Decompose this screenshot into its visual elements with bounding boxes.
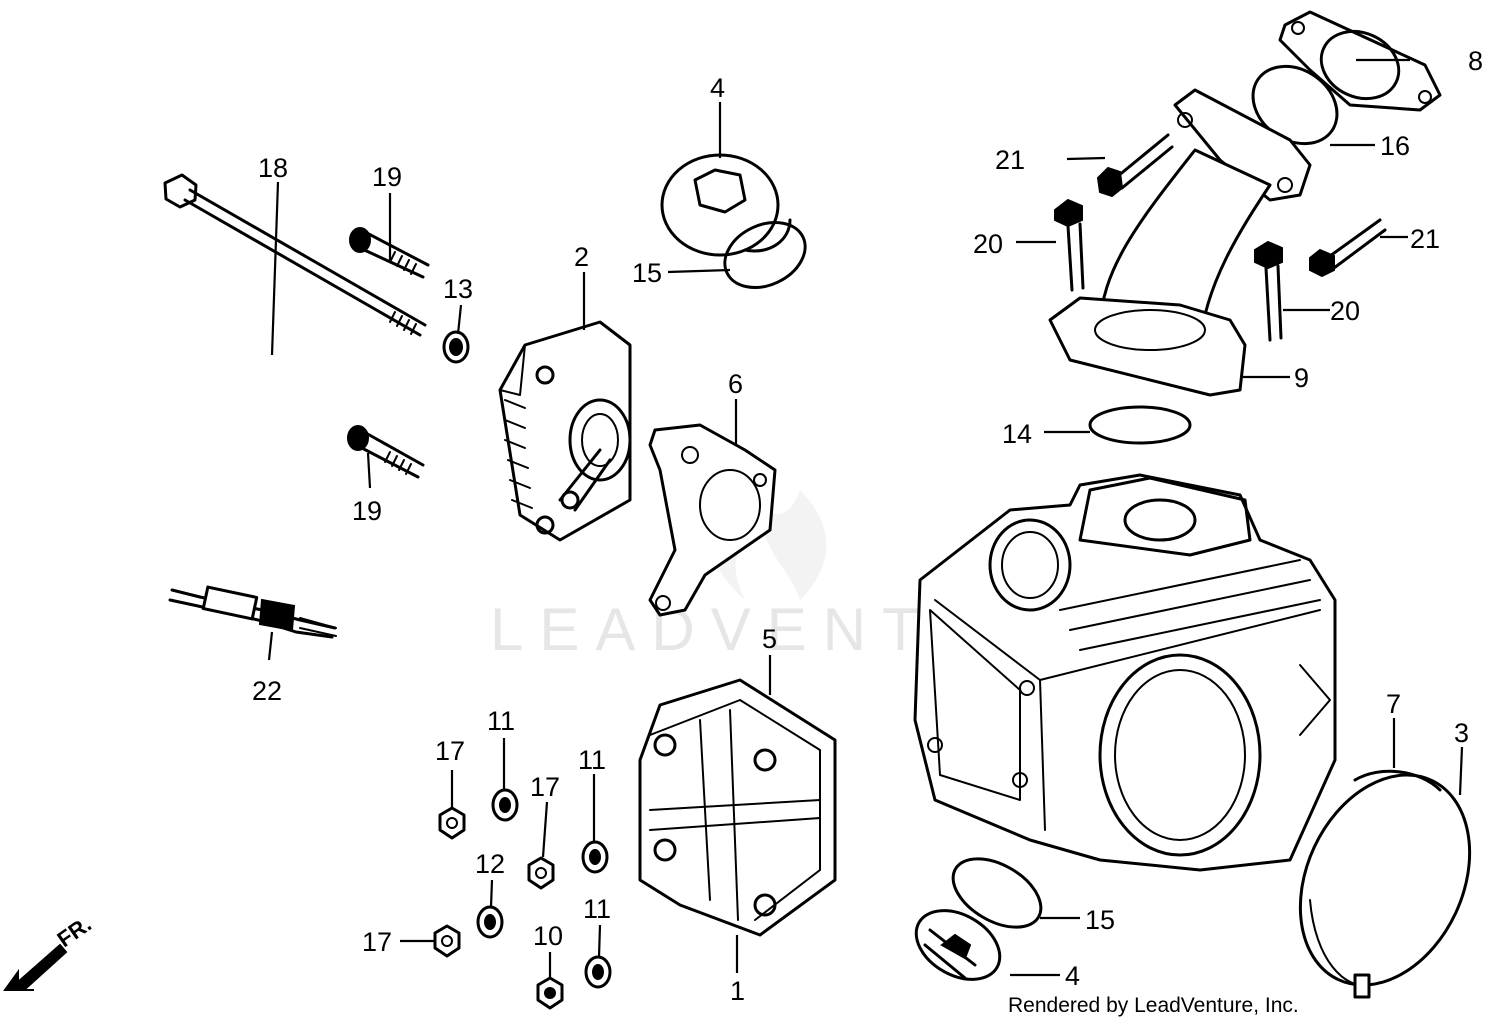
part-18-stud-bolt[interactable]	[163, 173, 427, 337]
part-11-washer-b[interactable]	[581, 840, 609, 874]
callout-19-upper: 19	[372, 162, 402, 192]
callout-14: 14	[1002, 419, 1032, 449]
part-19-bolt-upper[interactable]	[349, 227, 430, 279]
callout-6: 6	[728, 369, 743, 399]
callout-15-lower: 15	[1085, 905, 1115, 935]
callout-labels: 18 19 13 19 2 4 15 6 22 5 1 17 11 17 11 …	[252, 46, 1483, 1006]
part-4-plug-upper[interactable]	[660, 153, 792, 257]
callout-9: 9	[1294, 363, 1309, 393]
part-21-bolt-right[interactable]	[1309, 218, 1387, 278]
callout-12: 12	[475, 849, 505, 879]
part-3-side-cover[interactable]	[1268, 747, 1500, 1012]
callout-11-a: 11	[487, 706, 515, 736]
part-20-bolt-left[interactable]	[1054, 198, 1085, 292]
part-6-gasket[interactable]	[648, 423, 777, 617]
part-17-nut-a[interactable]	[438, 806, 466, 840]
callout-10: 10	[533, 921, 563, 951]
callout-16: 16	[1380, 131, 1410, 161]
callout-4-lower: 4	[1065, 961, 1080, 991]
part-9-intake-pipe[interactable]	[1048, 88, 1312, 397]
part-22-spark-plug[interactable]	[168, 585, 337, 639]
callout-4-upper: 4	[710, 73, 725, 103]
part-17-nut-b[interactable]	[527, 856, 555, 890]
part-19-bolt-lower[interactable]	[347, 425, 425, 479]
part-20-bolt-right[interactable]	[1254, 240, 1283, 342]
part-13-washer[interactable]	[442, 330, 470, 364]
callout-17-c: 17	[362, 927, 392, 957]
part-11-washer-a[interactable]	[491, 788, 519, 822]
callout-11-c: 11	[583, 894, 611, 924]
callout-20-right: 20	[1330, 296, 1360, 326]
part-14-o-ring[interactable]	[1088, 405, 1192, 445]
callout-11-b: 11	[578, 745, 606, 775]
callout-15-upper: 15	[632, 258, 662, 288]
callout-19-lower: 19	[352, 496, 382, 526]
part-15-o-ring-lower[interactable]	[941, 845, 1052, 941]
callout-5: 5	[762, 624, 777, 654]
part-8-insulator[interactable]	[1278, 10, 1442, 112]
callout-7: 7	[1386, 689, 1401, 719]
callout-3: 3	[1454, 718, 1469, 748]
part-1-cylinder-head[interactable]	[638, 678, 837, 937]
callout-18: 18	[258, 153, 288, 183]
callout-1: 1	[730, 976, 745, 1006]
part-17-nut-c[interactable]	[433, 924, 461, 958]
callout-21-upper: 21	[995, 145, 1025, 175]
credit-text: Rendered by LeadVenture, Inc.	[1008, 994, 1299, 1017]
callout-17-a: 17	[435, 736, 465, 766]
part-7-gasket[interactable]	[1353, 769, 1442, 792]
part-15-o-ring-upper[interactable]	[714, 210, 815, 300]
part-11-washer-c[interactable]	[584, 955, 612, 989]
callout-21-right: 21	[1410, 224, 1440, 254]
cylinder-head-block	[913, 473, 1337, 872]
front-direction-arrow: FR.	[3, 911, 96, 991]
callout-17-b: 17	[530, 772, 560, 802]
part-12-washer[interactable]	[476, 905, 504, 939]
part-10-nut[interactable]	[536, 976, 564, 1010]
callout-20-left: 20	[973, 229, 1003, 259]
part-2-cam-holder[interactable]	[498, 320, 632, 542]
callout-22: 22	[252, 676, 282, 706]
callout-8: 8	[1468, 46, 1483, 76]
callout-2: 2	[574, 242, 589, 272]
leader-lines	[267, 58, 1464, 978]
callout-13: 13	[443, 274, 473, 304]
part-4-plug-lower[interactable]	[904, 897, 1012, 994]
part-21-bolt-upper[interactable]	[1096, 133, 1174, 198]
